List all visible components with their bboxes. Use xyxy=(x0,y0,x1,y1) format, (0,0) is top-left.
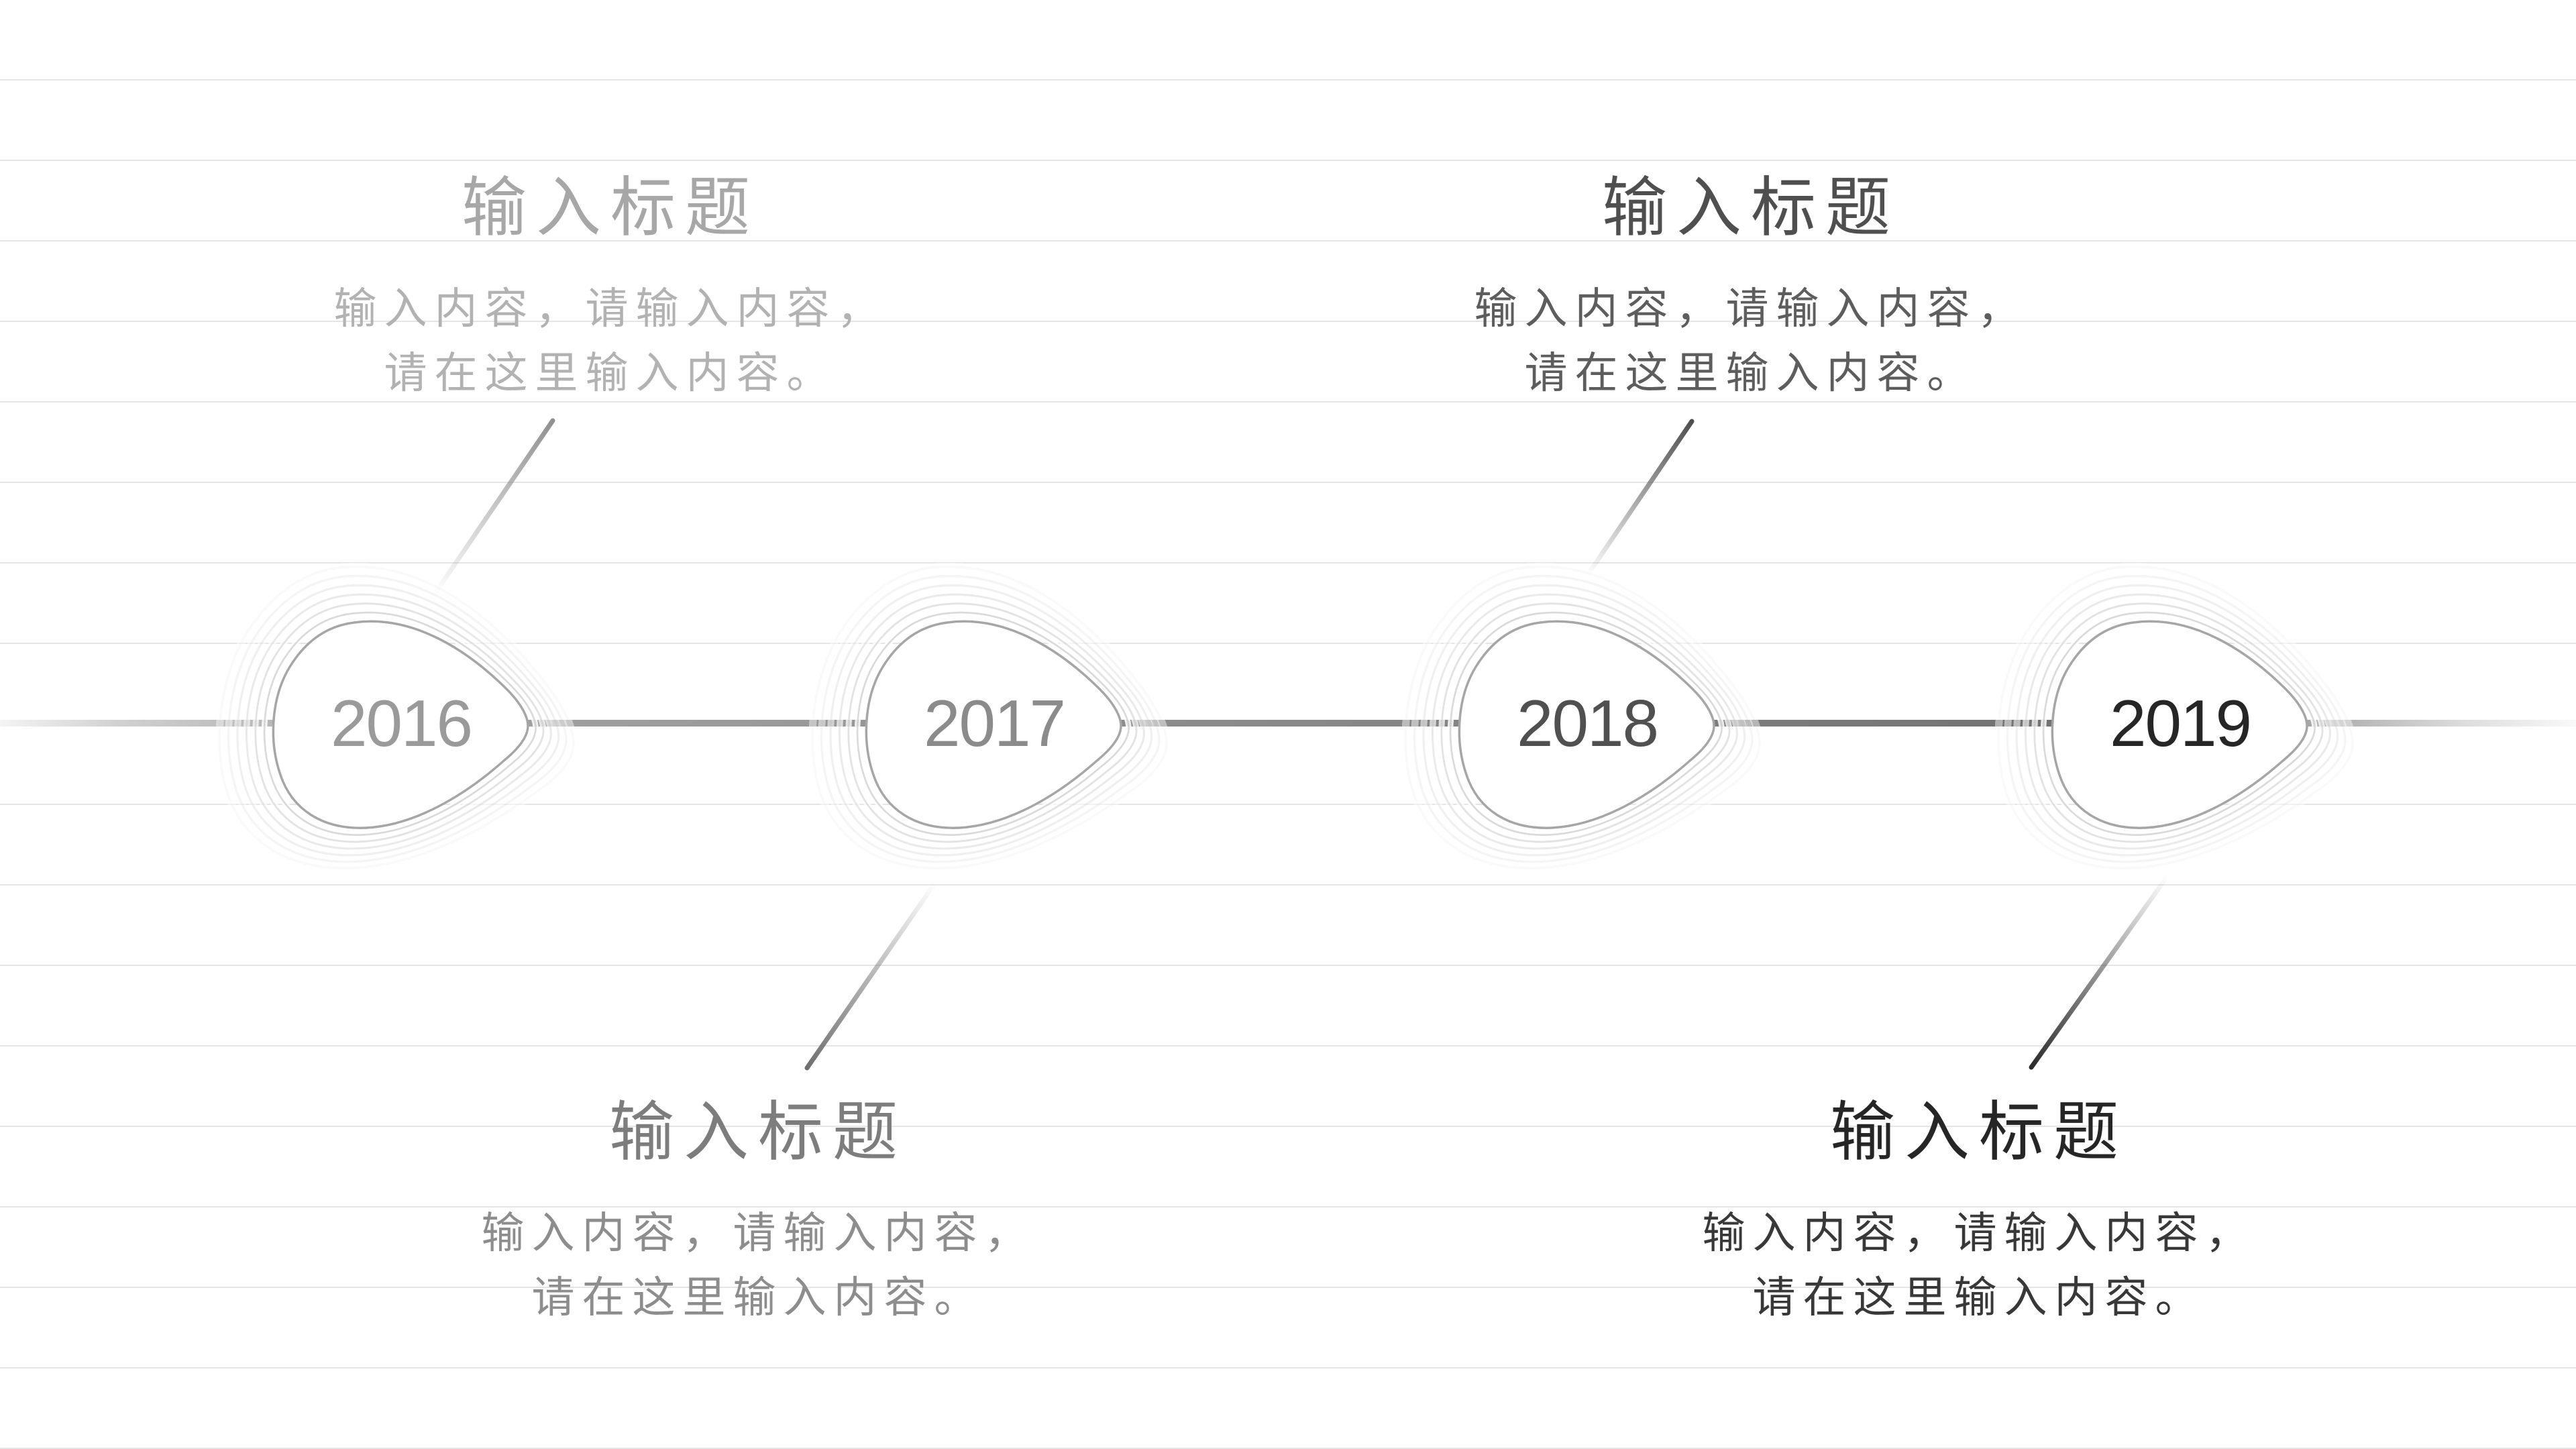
text-block-2017: 输入标题 输入内容，请输入内容， 请在这里输入内容。 xyxy=(356,1092,1161,1330)
text-block-2019: 输入标题 输入内容，请输入内容， 请在这里输入内容。 xyxy=(1576,1092,2381,1330)
title-placeholder[interactable]: 输入标题 xyxy=(462,171,759,244)
connector-line-2019 xyxy=(2029,873,2170,1070)
text-block-2016: 输入标题 输入内容，请输入内容， 请在这里输入内容。 xyxy=(208,168,1013,405)
text-block-2018: 输入标题 输入内容，请输入内容， 请在这里输入内容。 xyxy=(1348,168,2153,405)
year-label-2017[interactable]: 2017 xyxy=(923,686,1066,760)
body-placeholder[interactable]: 输入内容，请输入内容， 请在这里输入内容。 xyxy=(1348,276,2153,405)
title-placeholder[interactable]: 输入标题 xyxy=(1830,1095,2128,1169)
body-line-1: 输入内容，请输入内容， xyxy=(1702,1209,2256,1257)
connector-line-2018 xyxy=(1585,419,1695,578)
body-line-1: 输入内容，请输入内容， xyxy=(1474,284,2028,333)
year-label-2016[interactable]: 2016 xyxy=(330,686,473,760)
body-line-2: 请在这里输入内容。 xyxy=(1752,1273,2206,1322)
body-placeholder[interactable]: 输入内容，请输入内容， 请在这里输入内容。 xyxy=(356,1201,1161,1330)
body-line-2: 请在这里输入内容。 xyxy=(384,349,837,397)
title-placeholder[interactable]: 输入标题 xyxy=(1602,171,1900,244)
body-line-2: 请在这里输入内容。 xyxy=(1524,349,1978,397)
year-label-2018[interactable]: 2018 xyxy=(1516,686,1659,760)
body-line-2: 请在这里输入内容。 xyxy=(531,1273,985,1322)
body-line-1: 输入内容，请输入内容， xyxy=(481,1209,1035,1257)
body-placeholder[interactable]: 输入内容，请输入内容， 请在这里输入内容。 xyxy=(1576,1201,2381,1330)
body-placeholder[interactable]: 输入内容，请输入内容， 请在这里输入内容。 xyxy=(208,276,1013,405)
title-placeholder[interactable]: 输入标题 xyxy=(609,1095,907,1169)
body-line-1: 输入内容，请输入内容， xyxy=(333,284,888,333)
timeline-axis-bar xyxy=(0,720,2576,727)
connector-line-2016 xyxy=(431,418,555,598)
year-label-2019[interactable]: 2019 xyxy=(2109,686,2252,760)
connector-line-2017 xyxy=(804,880,938,1071)
